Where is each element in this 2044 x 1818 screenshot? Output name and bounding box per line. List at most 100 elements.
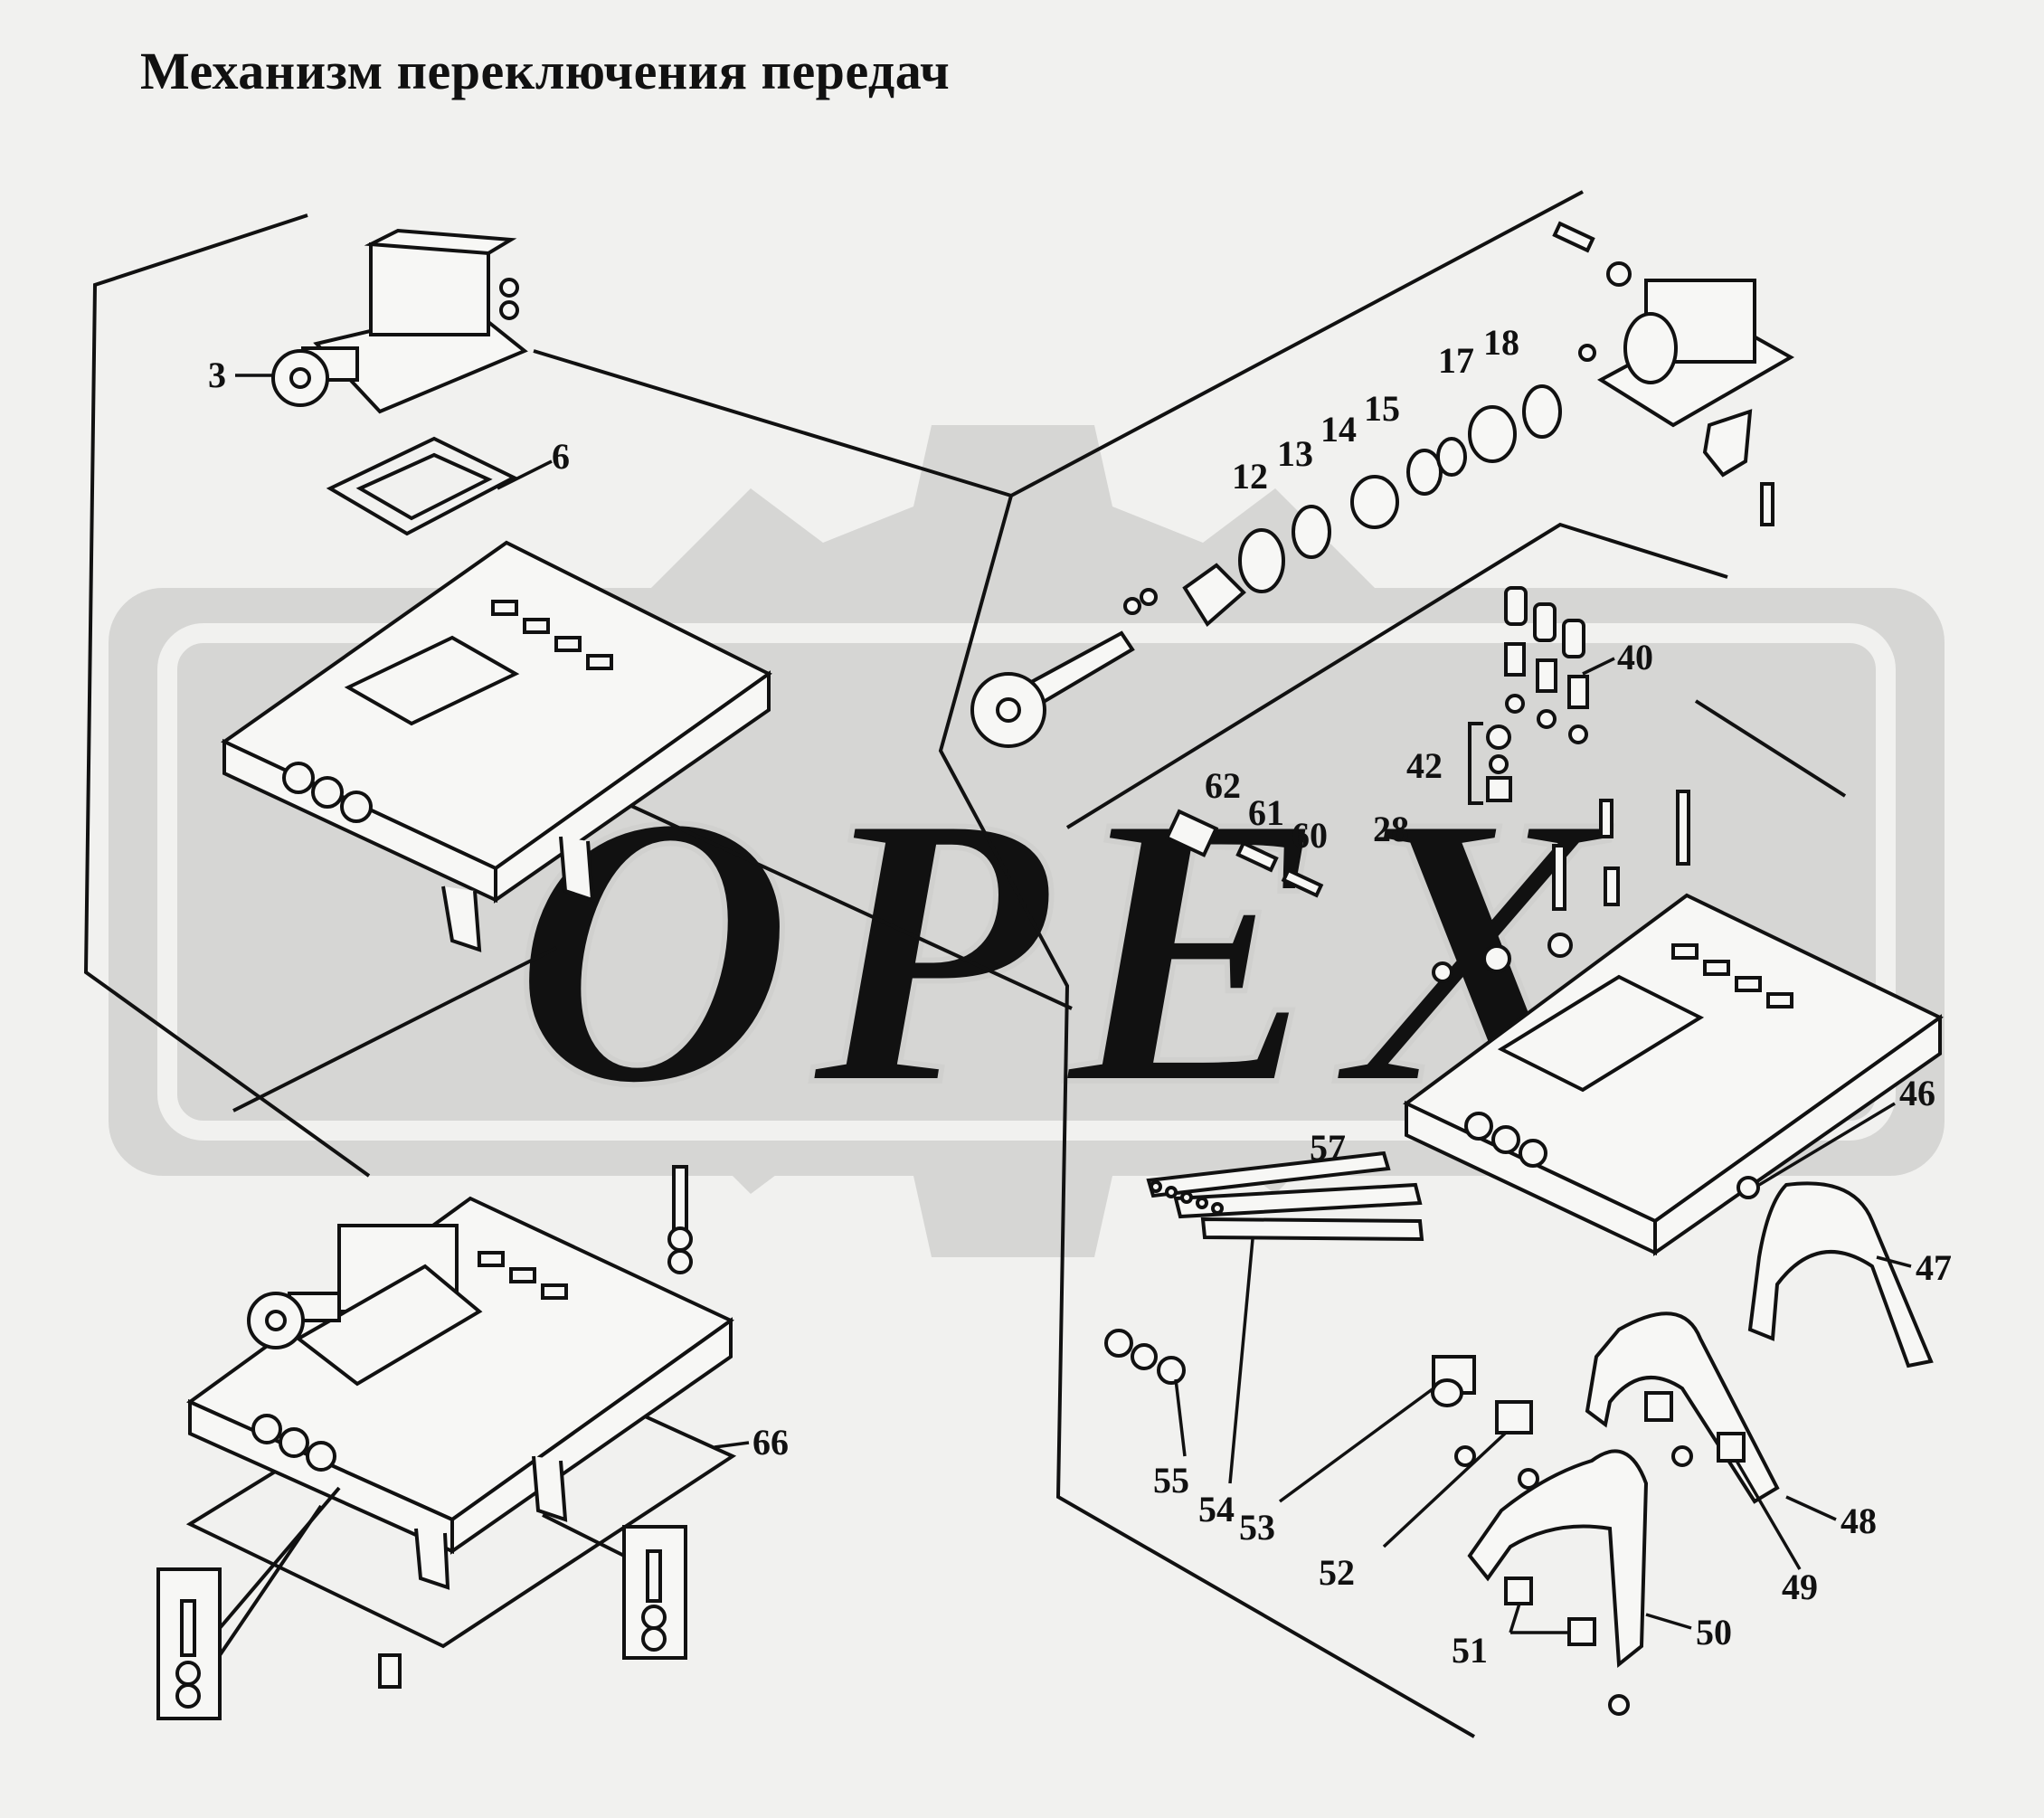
- callout-6: 6: [552, 436, 570, 477]
- flange-ll-hub: [265, 1310, 287, 1331]
- shaft-flange-hub: [996, 697, 1021, 723]
- cover-ll-side: [450, 1317, 733, 1555]
- inset-bolt-left: [180, 1599, 196, 1657]
- ball-chain: [1150, 1180, 1224, 1215]
- screw-a: [1454, 1445, 1476, 1467]
- nut-r-3: [1482, 944, 1511, 973]
- callout-3: 3: [208, 355, 226, 395]
- right-frame-line: [938, 495, 1475, 1738]
- callout-53: 53: [1239, 1507, 1275, 1548]
- bolt-vert-4: [1599, 799, 1613, 838]
- callout-51: 51: [1452, 1630, 1488, 1671]
- frame-lines: [83, 190, 1847, 1738]
- springs-plungers: [1468, 586, 1589, 805]
- shift-gate: [344, 635, 520, 726]
- bushing-17: [1468, 405, 1517, 463]
- gasket-outer: [326, 436, 518, 536]
- callout-55: 55: [1153, 1460, 1189, 1501]
- port-r-2: [1491, 1125, 1520, 1154]
- shift-housing-top-left: [271, 228, 528, 414]
- leader-52: [1382, 1431, 1508, 1548]
- washer-ll-1: [667, 1226, 693, 1252]
- bracket-42: [1468, 722, 1483, 805]
- washer-r-1: [1547, 933, 1573, 958]
- ring-55c: [1157, 1356, 1186, 1385]
- plug-42a: [1486, 724, 1511, 750]
- housing-ll-base: [295, 1264, 483, 1387]
- slot-2: [523, 618, 550, 634]
- callout-66: 66: [752, 1422, 789, 1463]
- leader-6: [497, 459, 553, 490]
- callout-46: 46: [1899, 1073, 1935, 1113]
- bolt-vert-3: [1604, 866, 1620, 906]
- housing-top: [364, 228, 517, 256]
- fork-50: [1467, 1449, 1649, 1668]
- inset-leader-3: [542, 1513, 625, 1558]
- spring-3: [1567, 675, 1589, 709]
- shift-rods: [1104, 1150, 1424, 1385]
- port-ll-1: [251, 1414, 282, 1444]
- slot-3: [554, 636, 582, 652]
- callout-12: 12: [1232, 456, 1268, 497]
- bolt-r-1: [1760, 482, 1774, 526]
- port-r-1: [1464, 1112, 1493, 1141]
- leader-51a: [1509, 1603, 1521, 1633]
- assembly-lower-left: [185, 1165, 737, 1689]
- fork-lug-a: [441, 885, 482, 952]
- callout-48: 48: [1841, 1501, 1877, 1541]
- slot-ll-1: [478, 1251, 505, 1267]
- callout-40: 40: [1617, 637, 1653, 677]
- plunger-2: [1533, 602, 1557, 642]
- leader-50: [1645, 1613, 1692, 1630]
- page-title: Механизм переключения передач: [140, 42, 951, 100]
- slot-ll-2: [509, 1267, 536, 1283]
- plug-42c: [1486, 776, 1512, 802]
- fork-lug-b: [559, 836, 595, 903]
- port-r-3: [1519, 1139, 1547, 1168]
- input-shaft-group: [970, 384, 1562, 748]
- leader-top-assembly: [533, 349, 1012, 497]
- callout-60: 60: [1292, 815, 1328, 856]
- gasket-12: [1238, 528, 1285, 593]
- cover-assembly-right: [1403, 790, 1944, 1256]
- block-48b: [1644, 1391, 1673, 1422]
- plug-62: [1164, 809, 1219, 857]
- slot-ll-3: [541, 1283, 568, 1300]
- ring-55b: [1131, 1343, 1158, 1370]
- inset-washer-left-2: [175, 1683, 201, 1709]
- plug-42b: [1489, 754, 1509, 774]
- washer-ll-2: [667, 1249, 693, 1274]
- fork-lug-ll-a: [414, 1528, 450, 1590]
- ring-55a: [1104, 1329, 1133, 1358]
- gasket-6: [326, 436, 518, 536]
- cover-assembly-upper-left: [221, 540, 772, 952]
- callout-13: 13: [1277, 433, 1313, 474]
- port-ll-2: [279, 1427, 309, 1458]
- callout-18: 18: [1483, 322, 1519, 363]
- callout-47: 47: [1916, 1247, 1952, 1288]
- gasket-inner: [355, 452, 493, 521]
- port-1: [282, 762, 315, 794]
- block-53-bore: [1431, 1378, 1463, 1407]
- callout-leaders: [235, 374, 1912, 1634]
- screw-d: [1608, 1694, 1630, 1716]
- leader-66: [714, 1441, 750, 1449]
- pin-60: [1281, 867, 1324, 898]
- callout-50: 50: [1696, 1612, 1732, 1652]
- callout-labels: 3 6 12 13 14 15 17 18 28 40 42 46 47 48 …: [208, 322, 1952, 1671]
- callout-28: 28: [1373, 809, 1409, 849]
- port-3: [340, 791, 373, 823]
- spring-1: [1504, 642, 1526, 677]
- ball-2: [1537, 709, 1557, 729]
- leader-49: [1735, 1460, 1802, 1570]
- inset-bolt-right: [646, 1549, 662, 1603]
- pin-r-1: [1578, 344, 1596, 362]
- rod-54: [1200, 1217, 1424, 1242]
- cover-plate-12: [1182, 563, 1246, 628]
- leader-55: [1174, 1378, 1187, 1457]
- dowel-ll: [378, 1653, 402, 1689]
- shift-housing-top-right: [1552, 221, 1795, 526]
- leader-40: [1582, 657, 1615, 676]
- port-2: [311, 776, 344, 809]
